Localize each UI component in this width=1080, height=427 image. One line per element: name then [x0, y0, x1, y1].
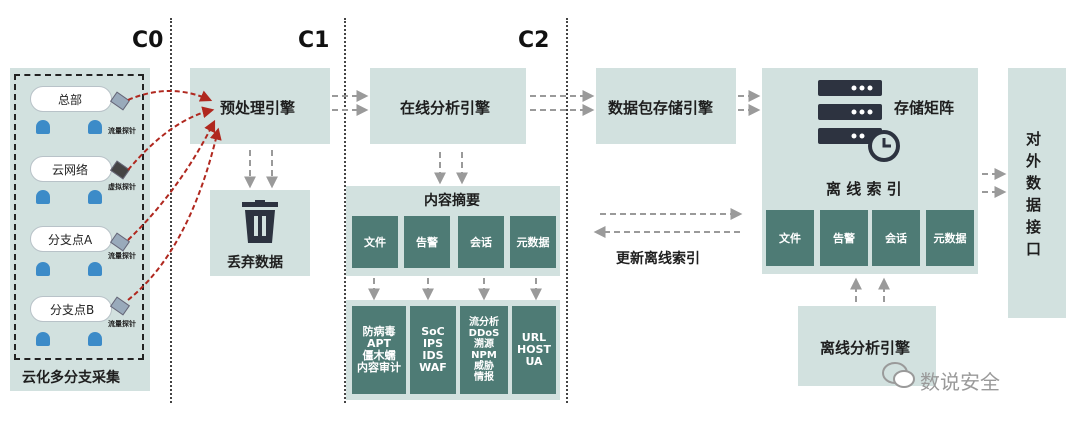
packet-storage-engine	[596, 68, 736, 144]
cloud-icon	[30, 296, 112, 322]
packet-storage-title: 数据包存储引擎	[608, 99, 714, 117]
column-label-c1: C1	[298, 28, 330, 53]
storage-item-file: 文件	[766, 210, 814, 266]
separator-c0	[170, 18, 172, 403]
external-interface-title: 对 外 数 据 接 口	[1026, 128, 1048, 260]
user-icon	[88, 190, 102, 204]
wechat-icon	[882, 362, 915, 388]
update-index-label: 更新离线索引	[616, 251, 700, 267]
external-interface-char: 数	[1026, 174, 1042, 192]
module-soc: SoC IPS IDS WAF	[410, 306, 456, 394]
cloud-icon	[30, 156, 112, 182]
content-summary-title: 内容摘要	[424, 193, 480, 209]
offline-index-label: 离 线 索 引	[826, 180, 902, 198]
trash-icon	[242, 200, 278, 243]
watermark-text: 数说安全	[920, 370, 1000, 394]
site-label-hq: 总部	[58, 93, 83, 107]
user-icon	[88, 332, 102, 346]
column-label-c2: C2	[518, 28, 550, 53]
discard-title: 丢弃数据	[227, 255, 283, 271]
module-antivirus: 防病毒 APT 僵木蠕 内容审计	[352, 306, 406, 394]
site-label-branch-b: 分支点B	[50, 303, 95, 317]
storage-item-session: 会话	[872, 210, 920, 266]
cloud-icon	[30, 86, 112, 112]
site-label-branch-a: 分支点A	[48, 233, 93, 247]
storage-item-metadata: 元数据	[926, 210, 974, 266]
offline-analysis-engine	[798, 306, 936, 386]
summary-item-session: 会话	[458, 216, 504, 268]
external-interface-char: 外	[1026, 152, 1042, 170]
module-flow: 流分析 DDoS 溯源 NPM 威胁 情报	[460, 306, 508, 394]
server-icon	[818, 80, 900, 162]
column-label-c0: C0	[132, 28, 164, 53]
storage-item-alert: 告警	[820, 210, 868, 266]
online-analysis-title: 在线分析引擎	[400, 99, 491, 117]
storage-matrix-label: 存储矩阵	[894, 99, 955, 117]
user-icon	[88, 262, 102, 276]
user-icon	[36, 262, 50, 276]
user-icon	[88, 120, 102, 134]
collection-dashed-frame	[14, 74, 144, 360]
module-url: URL HOST UA	[512, 306, 556, 394]
user-icon	[36, 332, 50, 346]
offline-analysis-title: 离线分析引擎	[820, 339, 911, 357]
probe-label: 虚拟探针	[108, 183, 136, 191]
probe-label: 流量探针	[108, 127, 136, 135]
site-label-cloud: 云网络	[52, 163, 89, 177]
preprocess-title: 预处理引擎	[220, 99, 296, 117]
online-analysis-engine	[370, 68, 526, 144]
external-interface-panel	[1008, 68, 1066, 318]
summary-item-alert: 告警	[404, 216, 450, 268]
separator-c1	[344, 18, 346, 403]
external-interface-char: 据	[1026, 196, 1042, 214]
external-interface-char: 口	[1026, 240, 1042, 258]
user-icon	[36, 190, 50, 204]
collection-title: 云化多分支采集	[22, 370, 120, 386]
summary-item-metadata: 元数据	[510, 216, 556, 268]
summary-item-file: 文件	[352, 216, 398, 268]
external-interface-char: 对	[1026, 130, 1042, 148]
separator-c2	[566, 18, 568, 403]
probe-label: 流量探针	[108, 320, 136, 328]
user-icon	[36, 120, 50, 134]
external-interface-char: 接	[1026, 218, 1042, 236]
probe-label: 流量探针	[108, 252, 136, 260]
